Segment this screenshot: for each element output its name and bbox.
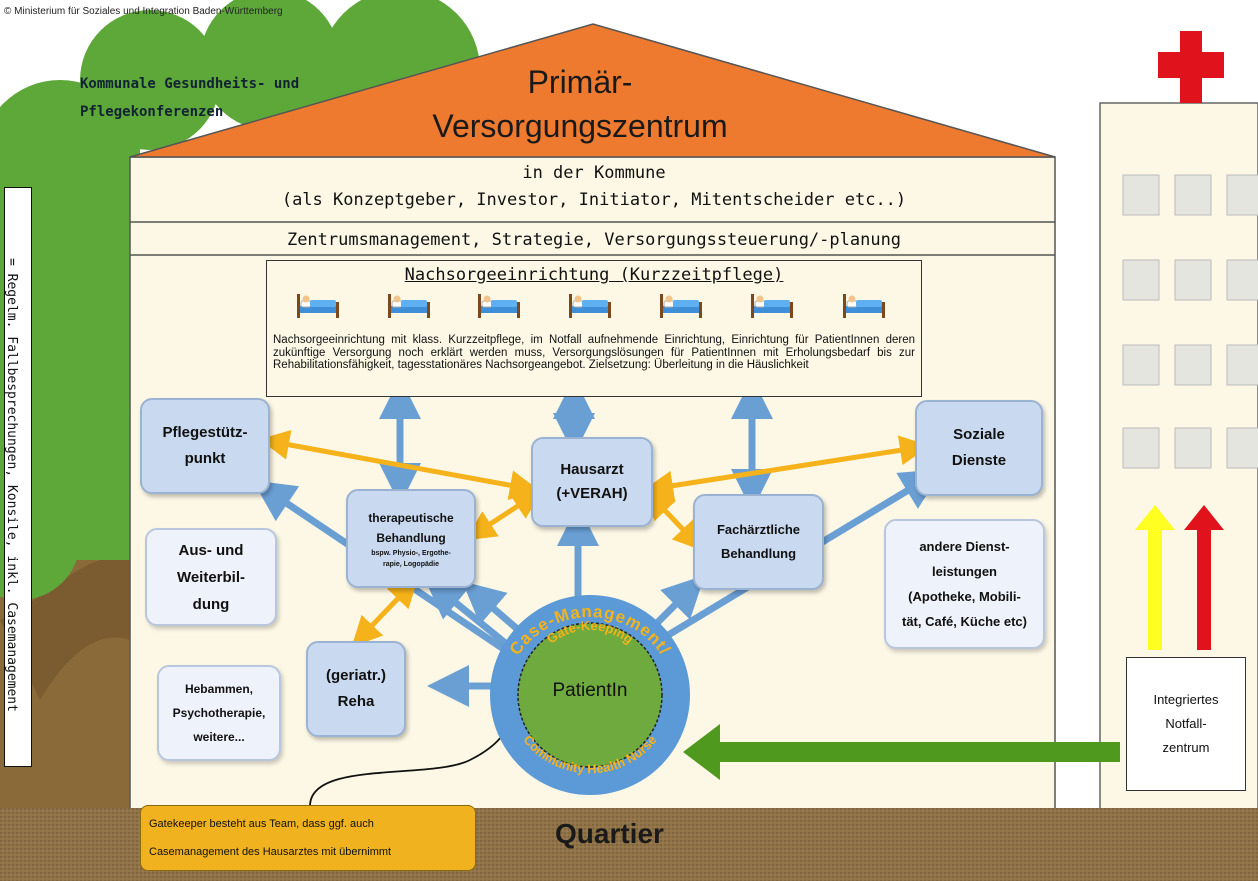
therapy-box: therapeutische Behandlung bspw. Physio-,… [346,489,476,588]
bed-icon [659,292,703,320]
care-point-line2: punkt [184,450,226,467]
midwives-box: Hebammen, Psychotherapie, weitere... [157,665,281,761]
rehab-line2: Reha [337,693,375,710]
roof-title-line2: Versorgungszentrum [432,108,728,144]
other-services-line2: leistungen [931,564,997,579]
commune-row-line2: (als Konzeptgeber, Investor, Initiator, … [281,190,907,210]
bed-icon [477,292,521,320]
training-line3: dung [192,595,230,613]
bed-icon [750,292,794,320]
tree-label-line2: Pflegekonferenzen [80,104,224,120]
side-legend-text: = Regelm. Fallbesprechungen, Konsile, in… [4,258,19,712]
midwives-line2: Psychotherapie, [172,706,266,720]
other-services-line3: (Apotheke, Mobili- [908,589,1021,604]
bed-icon [842,292,886,320]
other-services-box: andere Dienst-leistungen (Apotheke, Mobil… [884,519,1045,649]
bed-icon [387,292,431,320]
training-line2: Weiterbil- [176,568,246,586]
management-row: Zentrumsmanagement, Strategie, Versorgun… [286,230,902,250]
bed-icon [296,292,340,320]
gp-box: Hausarzt (+VERAH) [531,437,653,527]
gatekeeper-note-line1: Gatekeeper besteht aus Team, dass ggf. a… [149,818,374,830]
commune-row: in der Kommune (als Konzeptgeber, Invest… [133,160,1055,220]
roof-title-line1: Primär- [527,64,633,100]
tree-label-line1: Kommunale Gesundheits- und [80,76,300,92]
social-services-line2: Dienste [951,452,1007,469]
emergency-arrow [683,724,1120,780]
therapy-detail-line1: bspw. Physio-, Ergothe- [371,549,451,557]
gatekeeper-note: Gatekeeper besteht aus Team, dass ggf. a… [140,805,476,871]
midwives-line3: weitere... [193,730,245,744]
aftercare-title: Nachsorgeeinrichtung (Kurzzeitpflege) [404,265,784,285]
coordination-arrows [259,429,930,647]
aftercare-description: Nachsorgeeinrichtung mit klass. Kurzzeit… [273,334,915,371]
gp-line2: (+VERAH) [556,485,628,502]
gp-line1: Hausarzt [560,461,624,478]
bed-icon [568,292,612,320]
other-services-line1: andere Dienst- [919,539,1010,554]
therapy-detail-line2: rapie, Logopädie [382,560,439,568]
side-legend: = Regelm. Fallbesprechungen, Konsile, in… [4,187,32,767]
patient-label: PatientIn [552,680,628,701]
aftercare-facility: Nachsorgeeinrichtung (Kurzzeitpflege) Na… [266,260,922,397]
roof-title: Primär- Versorgungszentrum [380,60,780,148]
gatekeeper-note-line2: Casemanagement des Hausarztes mit überni… [149,846,392,858]
roof [129,23,1056,158]
specialist-line2: Behandlung [720,546,797,561]
copyright-notice: © Ministerium für Soziales und Integrati… [4,6,283,17]
therapy-line1: therapeutische [368,510,454,525]
midwives-line1: Hebammen, [184,682,253,696]
rehab-box: (geriatr.) Reha [306,641,406,737]
care-point-box: Pflegestütz-punkt [140,398,270,494]
social-services-line1: Soziale [953,426,1005,443]
ground-label: Quartier [555,818,664,849]
care-point-line1: Pflegestütz- [162,424,248,441]
other-services-line4: tät, Café, Küche etc) [902,614,1027,629]
commune-row-line1: in der Kommune [522,163,666,183]
tree-label: Kommunale Gesundheits- und Pflegekonfere… [80,70,299,126]
emergency-line1: Integriertes [1153,692,1219,707]
rehab-line1: (geriatr.) [325,667,386,684]
emergency-line2: Notfall- [1165,716,1207,731]
specialist-line1: Fachärztliche [716,522,801,537]
emergency-line3: zentrum [1162,740,1210,755]
training-line1: Aus- und [178,541,244,559]
therapy-line2: Behandlung [376,530,446,545]
